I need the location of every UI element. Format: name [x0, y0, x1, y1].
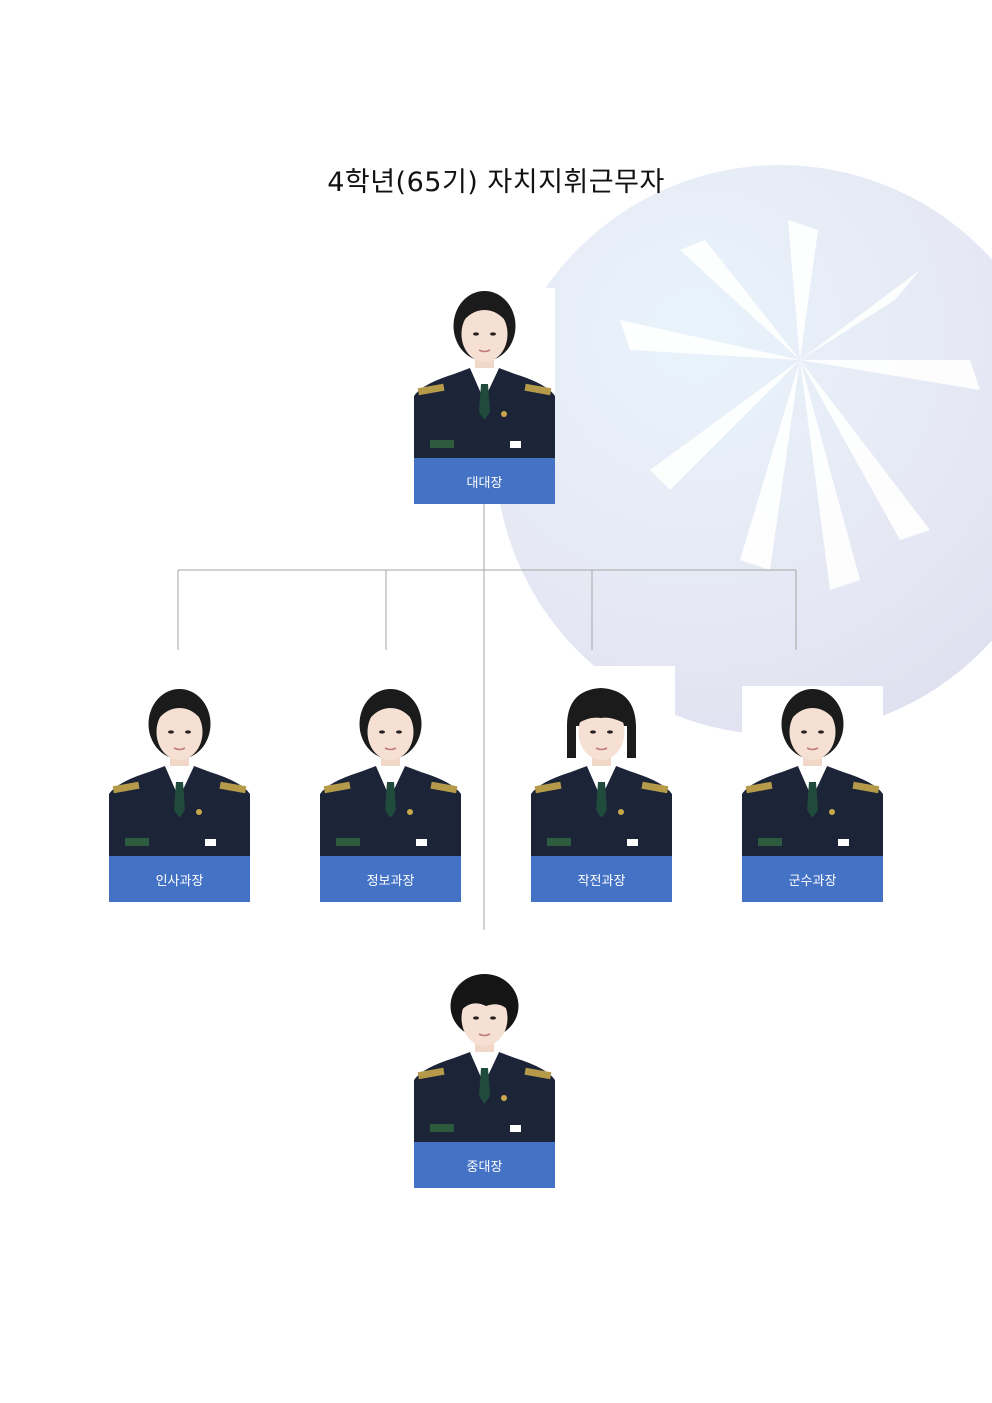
eye	[607, 730, 613, 734]
mouth	[173, 747, 186, 751]
shoulder-board	[417, 1067, 445, 1080]
role-label: 인사과장	[109, 856, 250, 902]
shoulder-board	[524, 383, 552, 396]
role-label: 작전과장	[531, 856, 672, 902]
mouth	[478, 1033, 491, 1037]
portrait-photo	[320, 686, 461, 856]
shirt-collar	[470, 1048, 499, 1084]
eye	[590, 730, 596, 734]
shoulder-board	[417, 383, 445, 396]
portrait-photo	[109, 686, 250, 856]
flag-patch	[205, 839, 216, 846]
name-tag	[547, 838, 571, 846]
name-tag	[758, 838, 782, 846]
portrait-photo	[742, 686, 883, 856]
portrait-figure	[414, 291, 555, 458]
shirt-collar	[376, 762, 405, 798]
name-tag	[430, 440, 454, 448]
role-label: 대대장	[414, 458, 555, 504]
hair-top	[789, 700, 836, 722]
shoulder-board	[852, 781, 880, 794]
page-title: 4학년(65기) 자치지휘근무자	[327, 167, 665, 198]
eye	[473, 1016, 479, 1020]
face	[367, 704, 414, 760]
name-tag	[430, 1124, 454, 1132]
shirt-collar	[470, 364, 499, 400]
face	[789, 704, 836, 760]
flag-patch	[627, 839, 638, 846]
mouth	[384, 747, 397, 751]
tie	[385, 782, 396, 818]
eye	[185, 730, 191, 734]
portrait-photo	[531, 686, 672, 856]
card-staff-personnel: 인사과장	[109, 686, 250, 902]
shoulder-board	[745, 781, 773, 794]
card-battalion-commander: 대대장	[414, 288, 555, 504]
shirt-collar	[798, 762, 827, 798]
flag-patch	[510, 1125, 521, 1132]
eye	[801, 730, 807, 734]
badge	[407, 809, 413, 815]
eye	[490, 1016, 496, 1020]
hair-top	[156, 700, 203, 722]
badge	[501, 1095, 507, 1101]
card-company-commander: 중대장	[414, 972, 555, 1188]
shoulder-board	[534, 781, 562, 794]
name-tag	[336, 838, 360, 846]
shoulder-board	[641, 781, 669, 794]
hair-fringe	[458, 982, 512, 1014]
tie	[807, 782, 818, 818]
eye	[490, 332, 496, 336]
shoulder-board	[430, 781, 458, 794]
portrait-figure	[320, 689, 461, 856]
portrait-photo	[414, 972, 555, 1142]
role-label: 정보과장	[320, 856, 461, 902]
mouth	[806, 747, 819, 751]
shoulder-board	[323, 781, 351, 794]
portrait-figure	[742, 689, 883, 856]
eye	[379, 730, 385, 734]
flag-patch	[838, 839, 849, 846]
hair-top	[367, 700, 414, 722]
tie	[479, 384, 490, 420]
shoulder-board	[112, 781, 140, 794]
badge	[618, 809, 624, 815]
badge	[196, 809, 202, 815]
eye	[818, 730, 824, 734]
shirt-collar	[165, 762, 194, 798]
role-label: 중대장	[414, 1142, 555, 1188]
hair-top	[461, 302, 508, 324]
tie	[174, 782, 185, 818]
face	[461, 306, 508, 362]
badge	[829, 809, 835, 815]
face	[156, 704, 203, 760]
flag-patch	[510, 441, 521, 448]
tie	[479, 1068, 490, 1104]
eye	[168, 730, 174, 734]
hair-bangs	[577, 702, 626, 724]
name-tag	[125, 838, 149, 846]
eye	[396, 730, 402, 734]
mouth	[595, 747, 608, 751]
role-label: 군수과장	[742, 856, 883, 902]
card-staff-logistics: 군수과장	[742, 686, 883, 902]
shoulder-board	[219, 781, 247, 794]
portrait-figure	[414, 974, 555, 1142]
tie	[596, 782, 607, 818]
shoulder-board	[524, 1067, 552, 1080]
flag-patch	[416, 839, 427, 846]
card-staff-operations: 작전과장	[531, 686, 672, 902]
shirt-collar	[587, 762, 616, 798]
mouth	[478, 349, 491, 353]
card-staff-intelligence: 정보과장	[320, 686, 461, 902]
portrait-figure	[109, 689, 250, 856]
portrait-figure	[531, 688, 672, 856]
portrait-photo	[414, 288, 555, 458]
badge	[501, 411, 507, 417]
eye	[473, 332, 479, 336]
